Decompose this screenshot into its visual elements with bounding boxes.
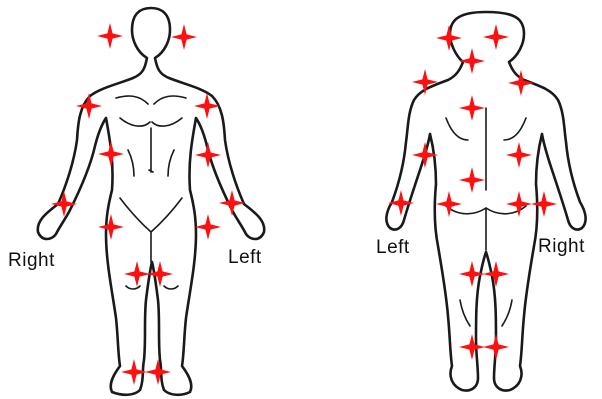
marker-star (97, 23, 123, 49)
marker-star (171, 24, 197, 50)
back-body-outline (386, 12, 585, 391)
marker-star (195, 214, 221, 240)
front-right-label: Right (8, 250, 55, 272)
front-left-label: Left (228, 247, 262, 269)
back-figure (386, 12, 585, 391)
back-right-label: Right (538, 236, 585, 258)
back-left-label: Left (376, 237, 410, 259)
